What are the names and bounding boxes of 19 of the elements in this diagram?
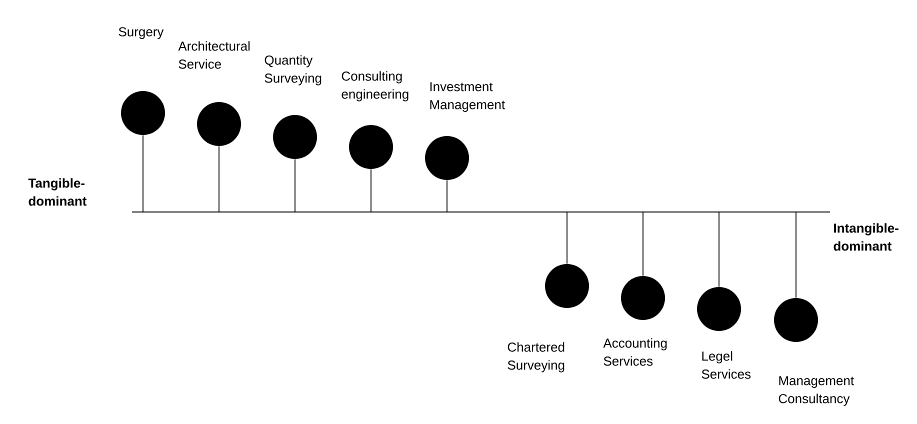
node-label: Surgery	[118, 27, 164, 39]
node-label: Investment Management	[430, 82, 505, 112]
axis-end-label: Tangible-dominant	[28, 178, 87, 206]
stem-line	[566, 212, 568, 264]
node-label: Chartered Surveying	[508, 342, 564, 372]
stem-line	[370, 168, 372, 212]
node-label: Quantity Surveying	[264, 55, 322, 86]
stem-line	[642, 212, 644, 276]
stem-line	[218, 146, 220, 212]
axis-end-label: Intangible-dominant	[834, 223, 898, 251]
stem-line	[142, 134, 144, 212]
stem-line	[446, 180, 448, 212]
node-label: Architectural Service	[178, 41, 250, 69]
stem-line	[718, 212, 720, 288]
node-label: Accounting Services	[603, 338, 667, 366]
stem-line	[294, 158, 296, 212]
node-label: Consulting engineering	[342, 71, 408, 102]
node-label: Legel Services	[702, 351, 751, 379]
node-label: Management Consultancy	[778, 376, 854, 406]
